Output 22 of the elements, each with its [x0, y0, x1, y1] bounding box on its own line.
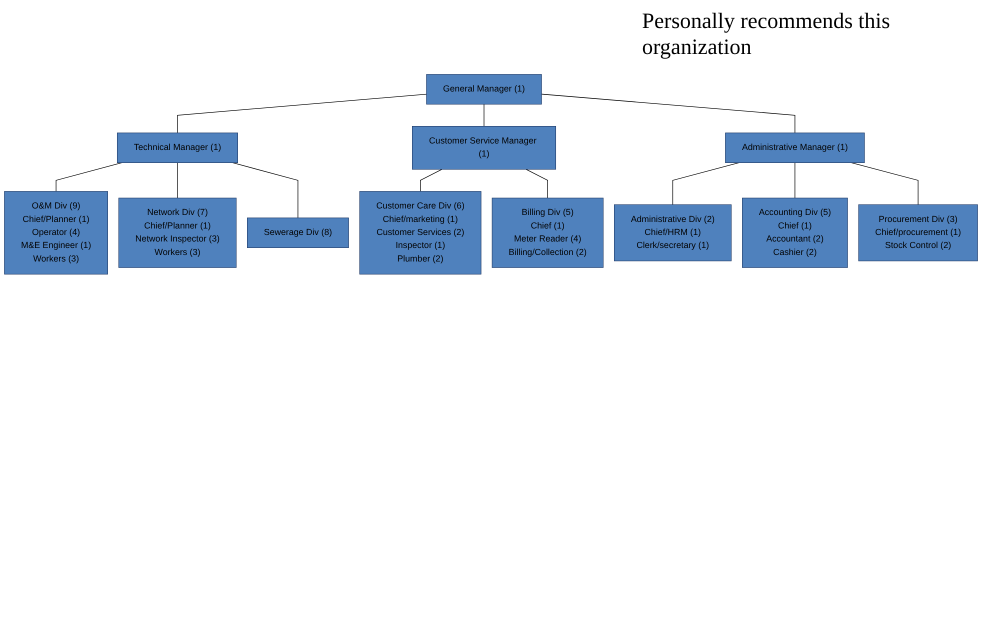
connector: [850, 162, 918, 205]
node-box: General Manager (1): [426, 74, 542, 104]
connector: [177, 94, 427, 134]
node-box: Customer Care Div (6) Chief/marketing (1) Customer Services (2) Inspector (1) Plumber (2): [359, 191, 482, 274]
connector: [672, 162, 740, 205]
node-box: Technical Manager (1): [116, 132, 238, 163]
node-box: Customer Service Manager (1): [412, 126, 556, 170]
connector: [794, 162, 796, 198]
node-box: Sewerage Div (8): [247, 218, 349, 248]
connector: [177, 162, 178, 198]
connector: [541, 94, 796, 134]
node-box: Administrative Manager (1): [725, 132, 865, 163]
node-box: Accounting Div (5) Chief (1) Accountant (2) Cashier (2): [742, 198, 848, 268]
node-box: Procurement Div (3) Chief/procurement (1) Stock Control (2): [858, 204, 978, 262]
node-box: O&M Div (9) Chief/Planner (1) Operator (4) M&E Engineer (1) Workers (3): [4, 191, 108, 274]
connector: [420, 169, 442, 192]
node-box: Network Div (7) Chief/Planner (1) Network Inspector (3) Workers (3): [118, 198, 237, 268]
node-box: Administrative Div (2) Chief/HRM (1) Clerk/secretary (1): [614, 204, 732, 262]
note-text: Personally recommends this organization: [642, 8, 892, 61]
connector: [232, 162, 298, 218]
node-box: Billing Div (5) Chief (1) Meter Reader (4) Billing/Collection (2): [492, 198, 604, 268]
connector: [56, 162, 122, 192]
